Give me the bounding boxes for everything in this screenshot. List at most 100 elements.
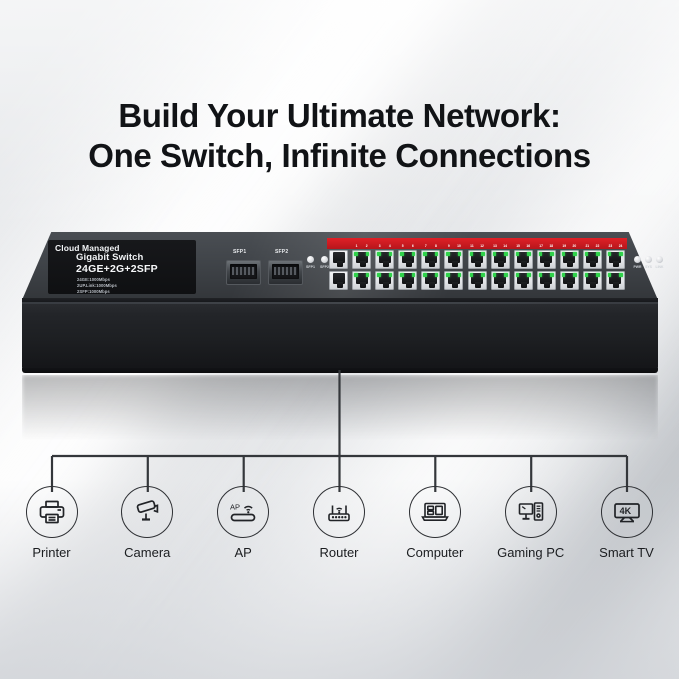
sfp-2-led — [321, 256, 328, 263]
rj45-port[interactable] — [421, 271, 441, 290]
rj45-port-column — [444, 250, 464, 292]
rj45-port-column — [605, 250, 625, 292]
port-number: 8 — [435, 243, 437, 248]
device-router[interactable]: Router — [291, 486, 388, 560]
sfp-1-led-label: SFP1 — [306, 265, 315, 269]
device-computer-label: Computer — [406, 545, 464, 560]
smart-tv-4k-icon: 4K — [600, 486, 653, 538]
rj45-port-column — [559, 250, 579, 292]
rj45-port[interactable] — [467, 250, 487, 269]
port-number: 12 — [480, 243, 484, 248]
device-gaming-pc[interactable]: Gaming PC — [482, 486, 579, 560]
rj45-port[interactable] — [536, 250, 556, 269]
rj45-port[interactable] — [467, 271, 487, 290]
rj45-port-column — [536, 250, 556, 292]
router-icon — [313, 486, 365, 538]
sfp-port-1-label: SFP1 — [233, 249, 247, 255]
rj45-port[interactable] — [375, 271, 395, 290]
sfp-port-2[interactable] — [268, 260, 303, 285]
rj45-port[interactable] — [536, 271, 556, 290]
port-number: 21 — [585, 243, 590, 248]
security-camera-icon — [121, 486, 174, 538]
sfp-port-1[interactable] — [226, 260, 261, 285]
device-router-label: Router — [319, 545, 359, 560]
brand-line-1: Cloud Managed — [55, 243, 120, 253]
spec-line-1: 24GE:1000Mbps — [77, 277, 111, 282]
svg-text:4K: 4K — [619, 506, 631, 516]
port-number: 9 — [447, 243, 450, 248]
rj45-port-column — [467, 250, 487, 292]
rj45-port[interactable] — [605, 271, 625, 290]
rj45-port[interactable] — [375, 250, 395, 269]
port-number: 15 — [516, 243, 520, 248]
sfp-1-led — [307, 256, 314, 263]
switch-front-edge — [22, 302, 658, 304]
port-number: 10 — [457, 243, 461, 248]
rj45-port[interactable] — [582, 250, 602, 269]
rj45-port[interactable] — [444, 271, 464, 290]
device-smart-tv-label: Smart TV — [599, 545, 654, 560]
port-number: 22 — [595, 243, 600, 248]
rj45-port[interactable] — [513, 250, 533, 269]
port-number: 7 — [424, 243, 427, 248]
rj45-port[interactable] — [490, 250, 510, 269]
desktop-tower-icon — [504, 486, 557, 538]
port-number: 19 — [562, 243, 567, 248]
rj45-port[interactable] — [559, 271, 579, 290]
rj45-port[interactable] — [605, 250, 625, 269]
headline-line-1: Build Your Ultimate Network: — [118, 97, 561, 134]
headline: Build Your Ultimate Network: One Switch,… — [0, 96, 679, 176]
printer-icon — [25, 486, 78, 538]
brand-line-2: Gigabit Switch — [76, 252, 144, 263]
laptop-computer-icon — [408, 486, 461, 538]
rj45-port[interactable] — [582, 271, 602, 290]
network-switch: Cloud Managed Gigabit Switch 24GE+2G+2SF… — [22, 232, 663, 374]
port-number: 1 — [355, 243, 358, 248]
status-led-label: SYS — [645, 265, 652, 269]
rj45-port[interactable] — [513, 271, 533, 290]
device-printer[interactable]: Printer — [3, 486, 100, 560]
model-number: 24GE+2G+2SFP — [76, 263, 158, 275]
sfp-port-2-label: SFP2 — [275, 249, 289, 255]
status-led-sys — [645, 256, 652, 263]
uplink-port[interactable] — [329, 271, 349, 290]
rj45-port[interactable] — [444, 250, 464, 269]
port-number: 14 — [503, 243, 507, 248]
device-ap-label: AP — [234, 545, 252, 560]
rj45-port-column — [398, 250, 418, 292]
access-point-icon: AP — [217, 486, 270, 538]
port-number: 23 — [608, 243, 613, 248]
device-camera-label: Camera — [124, 545, 171, 560]
port-number: 16 — [526, 243, 531, 248]
rj45-port-column — [513, 250, 533, 292]
rj45-port-column — [375, 250, 395, 292]
svg-text:AP: AP — [230, 503, 240, 512]
rj45-port[interactable] — [421, 250, 441, 269]
port-number: 17 — [539, 243, 543, 248]
device-ap[interactable]: AP AP — [195, 486, 292, 560]
device-computer[interactable]: Computer — [386, 486, 483, 560]
device-printer-label: Printer — [32, 545, 71, 560]
rj45-port[interactable] — [398, 271, 418, 290]
spec-line-2: 2UP.Link:1000Mbps — [77, 283, 117, 288]
rj45-port[interactable] — [398, 250, 418, 269]
port-number: 4 — [388, 243, 391, 248]
sfp-2-led-label: SFP2 — [320, 265, 329, 269]
rj45-port[interactable] — [490, 271, 510, 290]
device-gaming-pc-label: Gaming PC — [497, 545, 565, 560]
port-number: 6 — [411, 243, 414, 248]
uplink-port[interactable] — [329, 250, 349, 269]
device-camera[interactable]: Camera — [99, 486, 196, 560]
device-icon-row: Printer Camera AP — [0, 486, 679, 576]
rj45-port[interactable] — [559, 250, 579, 269]
device-smart-tv[interactable]: 4K Smart TV — [578, 486, 675, 560]
rj45-port[interactable] — [352, 250, 372, 269]
headline-line-2: One Switch, Infinite Connections — [88, 137, 591, 174]
rj45-port-column — [490, 250, 510, 292]
switch-label-plate: Cloud Managed Gigabit Switch 24GE+2G+2SF… — [48, 240, 196, 294]
port-number: 3 — [378, 243, 381, 248]
rj45-port[interactable] — [352, 271, 372, 290]
